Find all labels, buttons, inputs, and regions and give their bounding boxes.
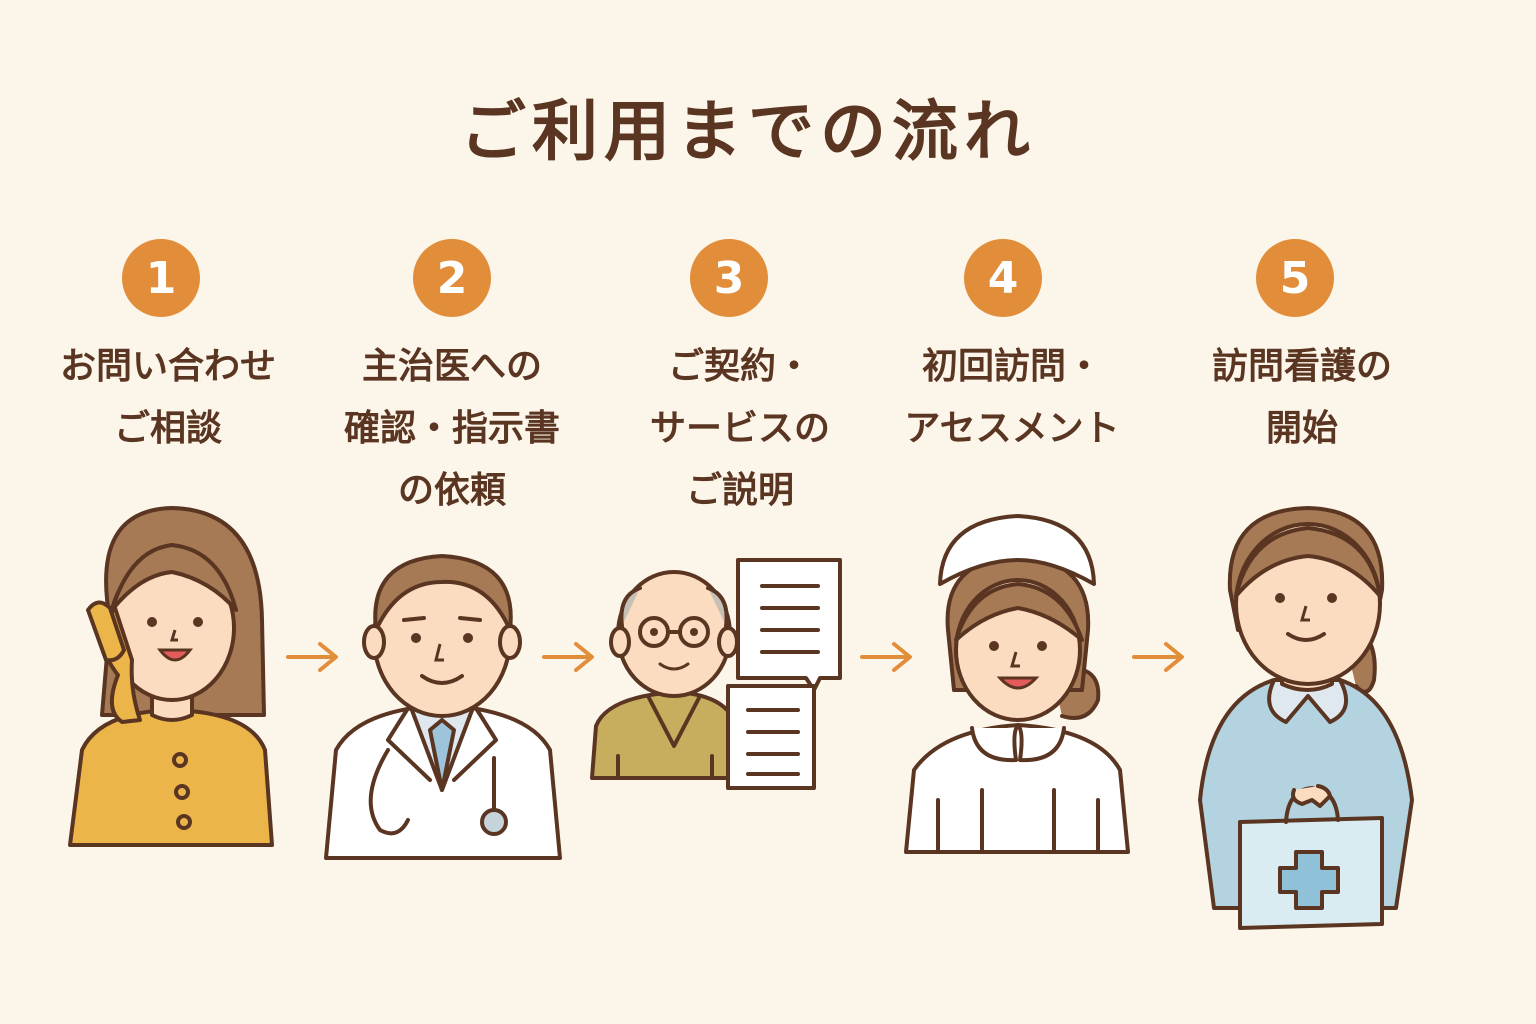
step-5-label-line-1: 訪問看護の (1211, 346, 1392, 387)
step-4-number-badge: 4 (964, 239, 1042, 317)
arrow-right-icon (286, 642, 338, 672)
step-3-label-line-1: ご契約・ (667, 346, 812, 387)
step-2-label-line-3: の依頼 (397, 470, 506, 511)
step-4-label-line-2: アセスメント (904, 408, 1120, 449)
step-1-label-line-2: ご相談 (113, 408, 222, 449)
step-5-label: 訪問看護の 開始 (1152, 336, 1452, 460)
woman-on-phone-illustration (68, 506, 274, 847)
step-3-label-line-3: ご説明 (685, 470, 794, 511)
step-2-number-badge: 2 (413, 239, 491, 317)
step-1-label: お問い合わせ ご相談 (18, 336, 318, 460)
step-3-number-badge: 3 (690, 239, 768, 317)
step-1-label-line-1: お問い合わせ (59, 346, 276, 387)
step-4-label-line-1: 初回訪問・ (921, 346, 1102, 387)
step-1-number-badge: 1 (122, 239, 200, 317)
step-2-label-line-2: 確認・指示書 (343, 408, 560, 449)
elderly-man-with-documents-illustration (590, 558, 842, 790)
page-title: ご利用までの流れ (460, 93, 1036, 170)
step-3-label-line-2: サービスの (649, 408, 830, 449)
arrow-right-icon (860, 642, 912, 672)
arrow-right-icon (1132, 642, 1184, 672)
doctor-illustration (324, 554, 562, 860)
step-4-label: 初回訪問・ アセスメント (862, 336, 1162, 460)
step-5-number-badge: 5 (1256, 239, 1334, 317)
arrow-right-icon (542, 642, 594, 672)
step-3-label: ご契約・ サービスの ご説明 (590, 336, 890, 522)
nurse-with-cap-illustration (904, 514, 1130, 854)
step-2-label: 主治医への 確認・指示書 の依頼 (302, 336, 602, 522)
step-2-label-line-1: 主治医への (361, 346, 542, 387)
nurse-with-medical-bag-illustration (1198, 506, 1414, 930)
step-5-label-line-2: 開始 (1265, 408, 1338, 449)
